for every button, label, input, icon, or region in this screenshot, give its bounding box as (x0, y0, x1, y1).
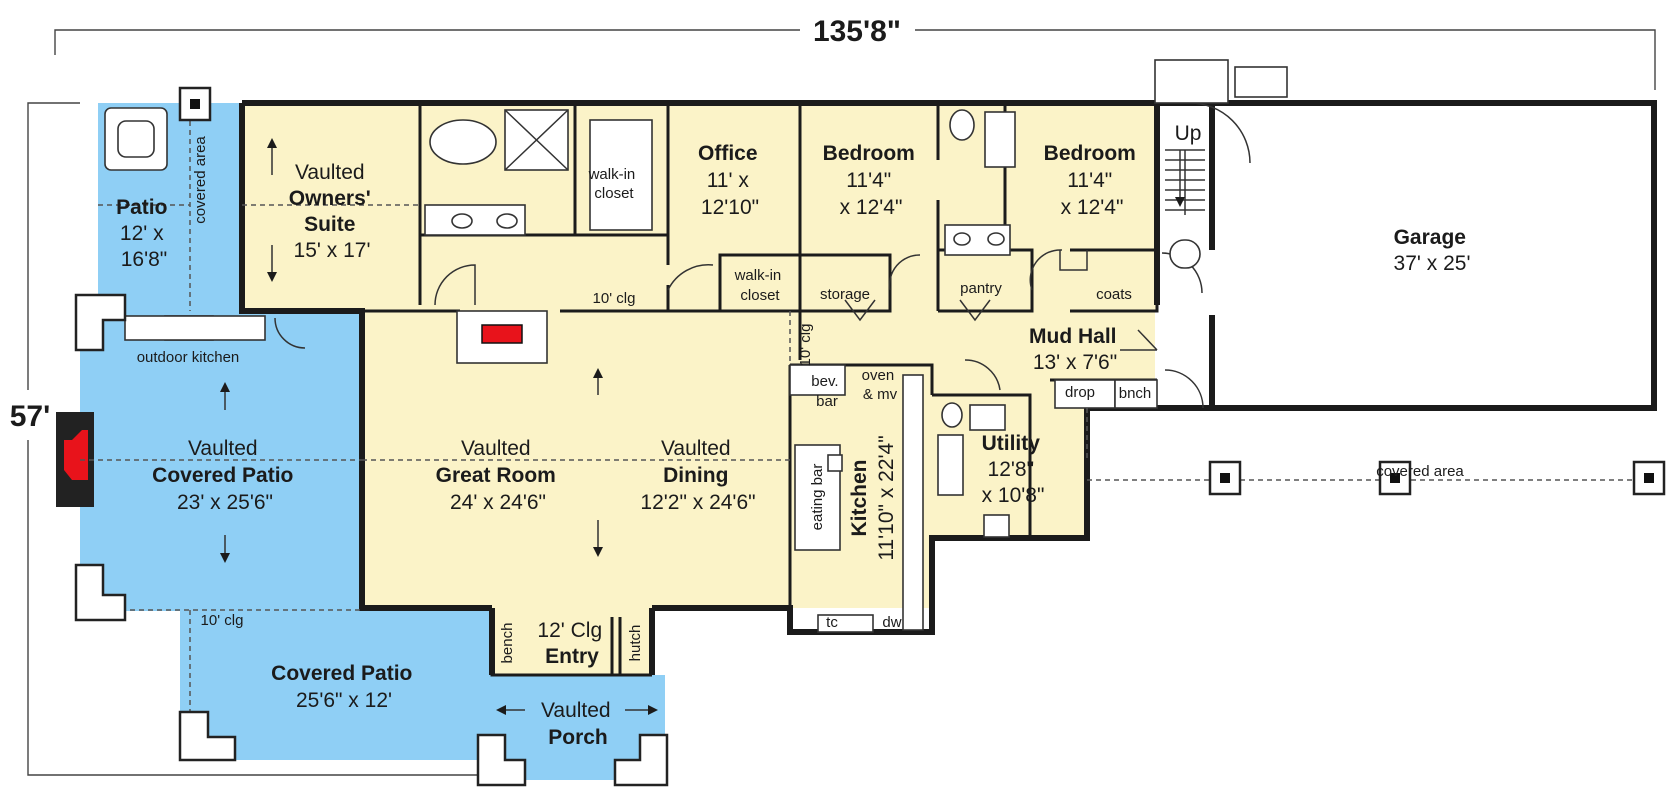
oven-label: oven & mv (862, 367, 899, 403)
bench-entry-label: bench (499, 623, 516, 664)
clg-patio-label: 10' clg (201, 612, 244, 629)
covered-patio-fill (180, 605, 490, 760)
entry-label: 12' Clg Entry (537, 619, 606, 668)
annotation-labels: covered area covered area outdoor kitche… (137, 122, 1465, 663)
covered-patio-vaulted-fill (80, 311, 362, 611)
north-wing-fill (242, 103, 1157, 311)
mud-hall-label: Mud Hall 13' x 7'6" (1029, 325, 1121, 374)
hutch-label: hutch (627, 625, 644, 662)
owners-suite-label: Vaulted Owners' Suite 15' x 17' (289, 161, 375, 262)
walk-in-closet-2-label: walk-in closet (734, 267, 786, 304)
drop-label: drop (1065, 384, 1095, 401)
patio-label: Patio 12' x 16'8" (116, 196, 172, 271)
bedroom-2-label: Bedroom 11'4" x 12'4" (1044, 142, 1141, 219)
covered-area-left-label: covered area (192, 136, 209, 224)
clg-hall-label: 10' clg (593, 290, 636, 307)
bench-mud-label: bnch (1119, 385, 1152, 402)
bedroom-1-label: Bedroom 11'4" x 12'4" (823, 142, 920, 219)
storage-label: storage (820, 286, 870, 303)
vault-arrows (220, 138, 1185, 715)
utility-label: Utility 12'8" x 10'8" (982, 432, 1045, 507)
dimension-lines: 135'8" 57' (10, 15, 1656, 776)
posts (74, 86, 1666, 787)
stair-up-label: Up (1175, 122, 1202, 145)
overall-depth-label: 57' (10, 400, 51, 433)
outdoor-kitchen-label: outdoor kitchen (137, 349, 240, 366)
dw-label: dw (882, 614, 901, 631)
tc-label: tc (826, 614, 838, 631)
coats-label: coats (1096, 286, 1132, 303)
dashed-lines (80, 103, 1640, 720)
covered-patio-label: Covered Patio 25'6" x 12' (271, 662, 417, 712)
entry-fill (492, 608, 652, 675)
eating-bar-label: eating bar (809, 464, 826, 531)
room-labels: Patio 12' x 16'8" Vaulted Owners' Suite … (116, 142, 1470, 749)
garage-label: Garage 37' x 25' (1394, 226, 1471, 275)
kitchen-size-label: 11'10" x 22'4" (875, 435, 898, 560)
covered-patio-vaulted-label: Vaulted Covered Patio 23' x 25'6" (152, 437, 298, 514)
walk-in-closet-1-label: walk-in closet (588, 166, 640, 202)
fixtures (56, 59, 1288, 633)
porch-label: Vaulted Porch (541, 699, 615, 749)
great-room-label: Vaulted Great Room 24' x 24'6" (436, 437, 561, 514)
bev-bar-label: bev. bar (811, 373, 842, 410)
clg-kitchen-label: 10' clg (797, 324, 814, 367)
garage-fill (1212, 103, 1654, 408)
kitchen-name-label: Kitchen (848, 459, 871, 536)
overall-width-label: 135'8" (813, 15, 901, 48)
dining-label: Vaulted Dining 12'2" x 24'6" (640, 437, 755, 514)
office-label: Office 11' x 12'10" (698, 142, 762, 219)
covered-area-right-label: covered area (1376, 463, 1464, 480)
pantry-label: pantry (960, 280, 1002, 297)
